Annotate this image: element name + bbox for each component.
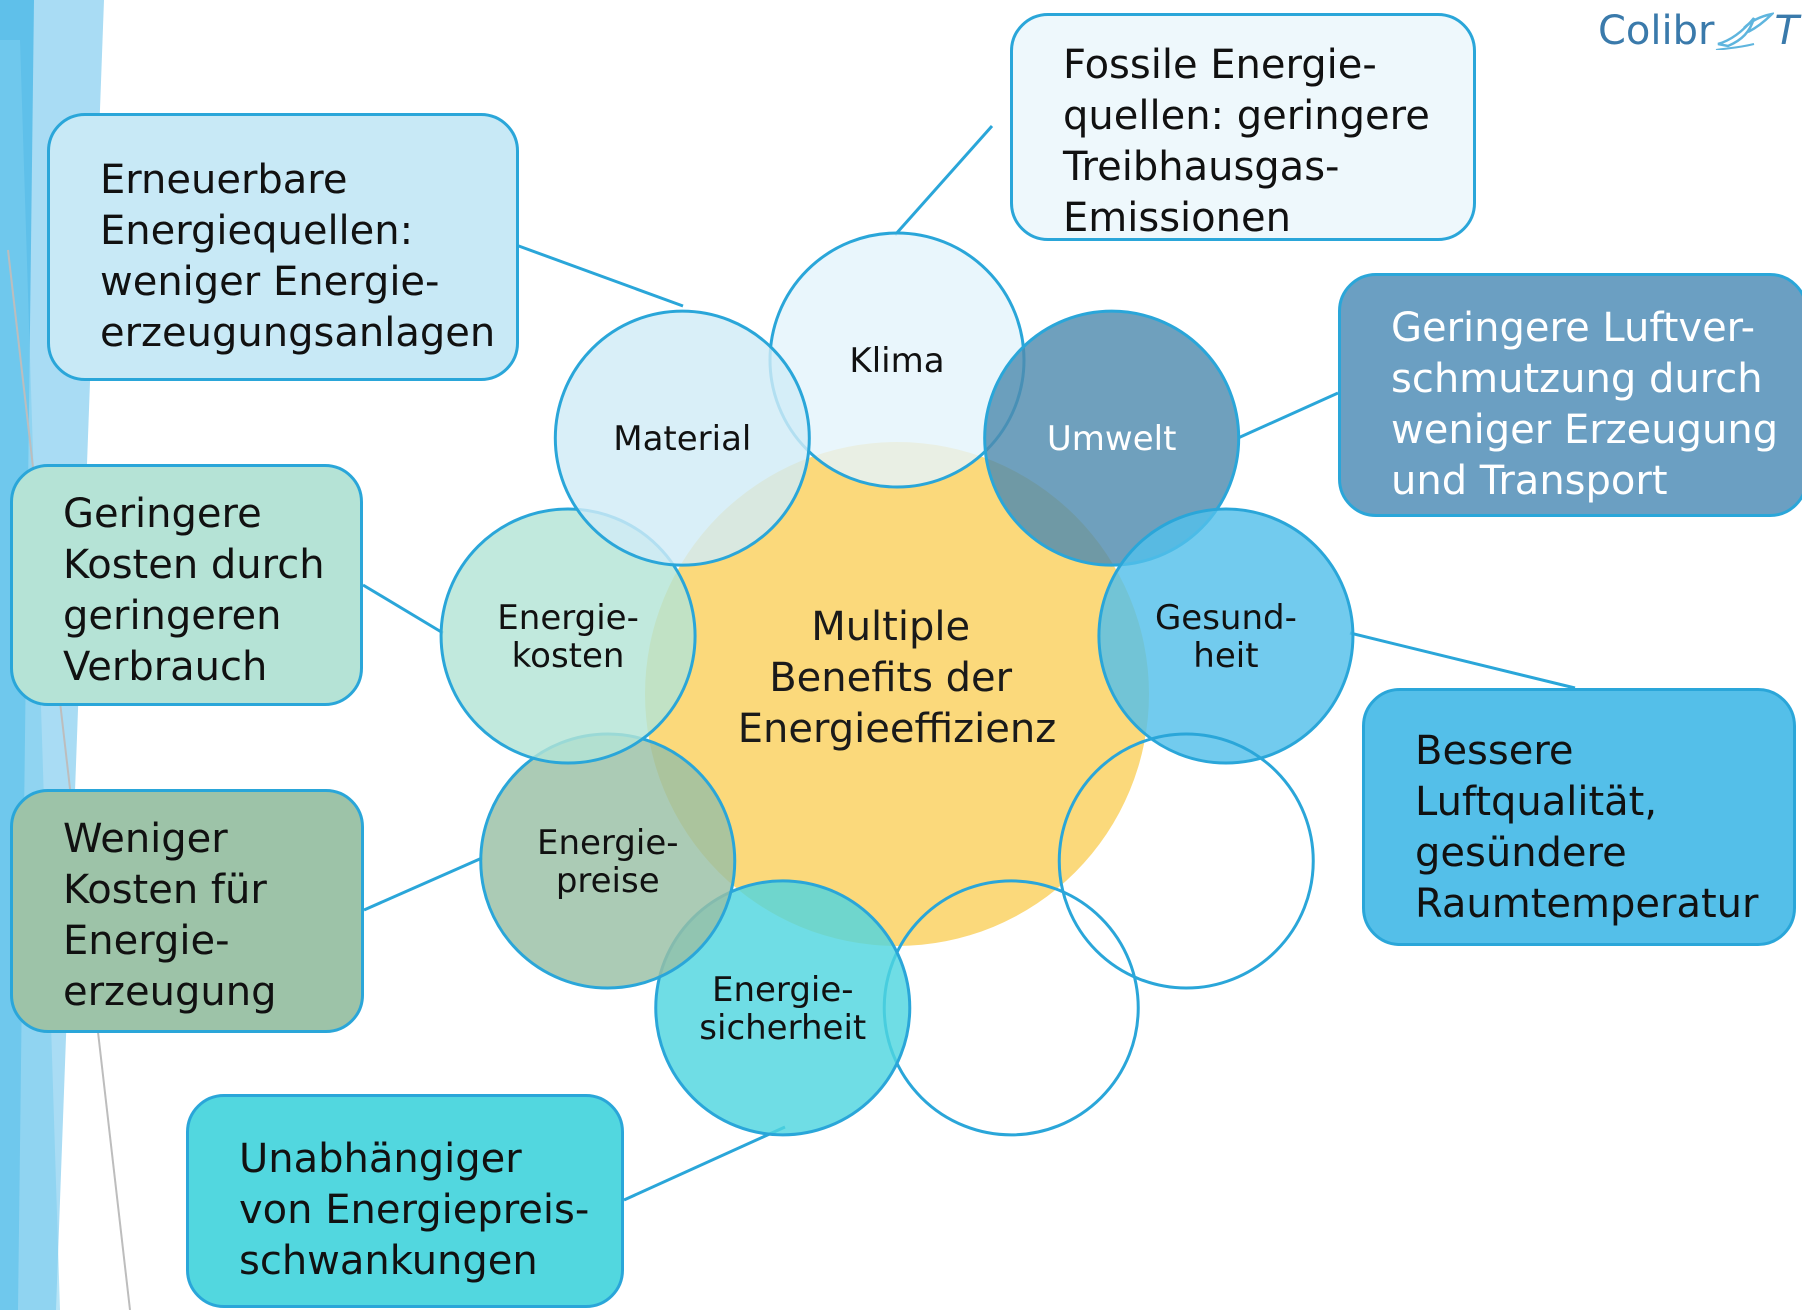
benefit-box-luftqualitaet: Bessere Luftqualität, gesündere Raumtemp… [1362, 688, 1796, 946]
petal-circle-umwelt [983, 309, 1241, 567]
connector-energiekosten [362, 583, 444, 635]
connector-energiesicherheit [623, 1125, 786, 1202]
petal-label-klima: Klima [849, 341, 944, 381]
petal-label-line: Energie- [712, 970, 854, 1010]
petal-label-energiepreise: Energie-preise [537, 823, 679, 901]
logo-text-right: T [1774, 8, 1799, 54]
petal-label-umwelt: Umwelt [1047, 419, 1177, 459]
center-circle [645, 442, 1149, 946]
benefit-box-erneuerbare: Erneuerbare Energiequellen: weniger Ener… [47, 113, 519, 381]
petal-energiesicherheit: Energie-sicherheit [654, 879, 912, 1137]
benefit-box-fossile: Fossile Energie- quellen: geringere Trei… [1010, 13, 1476, 241]
petal-gesundheit: Gesund-heit [1097, 507, 1355, 765]
benefit-box-kosten-erzeugung: Weniger Kosten für Energie- erzeugung [10, 789, 364, 1033]
petal-umwelt: Umwelt [983, 309, 1241, 567]
petal-label-line: Umwelt [1047, 419, 1177, 459]
petal-label-line: Energie- [497, 598, 639, 638]
petal-label-line: sicherheit [699, 1008, 866, 1048]
benefit-box-luftverschmutzung: Geringere Luftver- schmutzung durch weni… [1338, 273, 1802, 517]
petal-material: Material [553, 309, 811, 567]
petal-label-material: Material [613, 419, 751, 459]
logo-text-left: Colibr [1598, 8, 1715, 54]
petal-label-line: heit [1193, 636, 1258, 676]
petal-label-energiesicherheit: Energie-sicherheit [699, 970, 866, 1048]
petal-circles: KlimaUmweltGesund-heitEnergie-sicherheit… [439, 231, 1355, 1137]
colibrit-logo: Colibr T [1598, 8, 1799, 54]
center-label-line-2: Benefits der [769, 655, 1012, 701]
petal-empty-1 [1057, 732, 1315, 990]
petal-label-energiekosten: Energie-kosten [497, 598, 639, 676]
connector-lines [362, 125, 1576, 1202]
center-label-line-3: Energieeffizienz [738, 706, 1056, 752]
petal-label-line: Material [613, 419, 751, 459]
center-label-line-1: Multiple [811, 604, 970, 650]
petal-label-line: Klima [849, 341, 944, 381]
connector-material [515, 243, 684, 308]
connector-umwelt [1237, 391, 1339, 440]
petal-label-line: preise [556, 861, 660, 901]
petal-label-line: kosten [512, 636, 625, 676]
hummingbird-icon [1714, 10, 1777, 51]
petal-klima: Klima [768, 231, 1026, 489]
petal-circle-energiekosten [439, 507, 697, 765]
petal-label-gesundheit: Gesund-heit [1155, 598, 1297, 676]
benefit-box-unabhaengig: Unabhängiger von Energiepreis- schwankun… [186, 1094, 624, 1308]
petal-circle-material [553, 309, 811, 567]
petal-energiekosten: Energie-kosten [439, 507, 697, 765]
petal-circle-empty-2 [882, 879, 1140, 1137]
petal-label-line: Energie- [537, 823, 679, 863]
connector-energiepreise [363, 856, 483, 912]
connector-gesundheit [1349, 631, 1576, 690]
petal-circle-gesundheit [1097, 507, 1355, 765]
petal-circle-empty-1 [1057, 732, 1315, 990]
petal-circle-energiesicherheit [654, 879, 912, 1137]
petal-empty-2 [882, 879, 1140, 1137]
petal-energiepreise: Energie-preise [479, 732, 737, 990]
connector-klima [893, 125, 994, 236]
petal-label-line: Gesund- [1155, 598, 1297, 638]
benefit-box-kosten-verbrauch: Geringere Kosten durch geringeren Verbra… [10, 464, 363, 706]
center-label: Multiple Benefits der Energieeffizienz [738, 604, 1056, 752]
